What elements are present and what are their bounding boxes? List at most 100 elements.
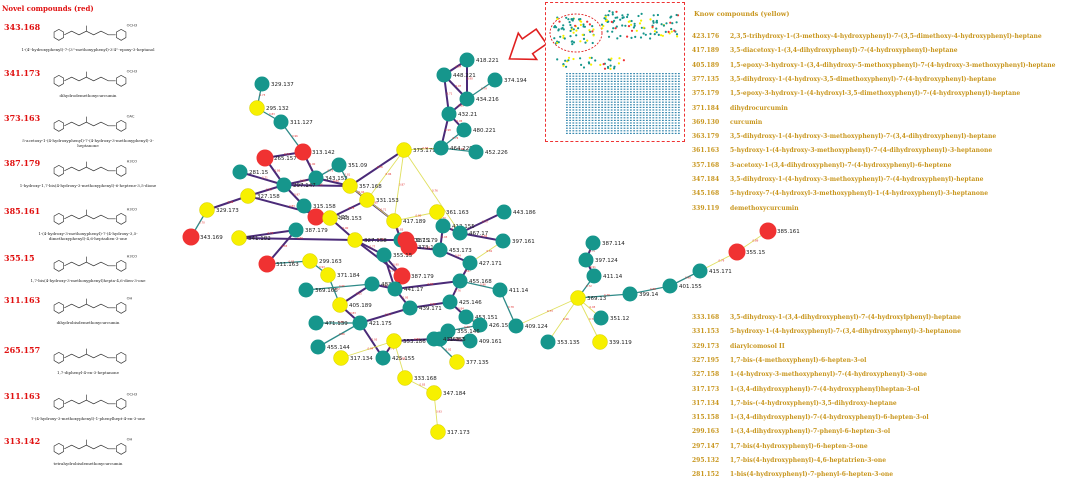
- node-mass-label: 355.15: [746, 250, 766, 256]
- overview-singleton: [630, 88, 632, 90]
- network-node: 295.132: [249, 100, 289, 116]
- network-node: 399.14: [622, 286, 659, 302]
- overview-singleton: [585, 75, 587, 77]
- overview-singleton: [566, 104, 568, 106]
- known-compound-name: 3,5-dihydroxy-1-(4-hydroxy-3-methoxyphen…: [730, 133, 997, 141]
- overview-singleton: [655, 125, 658, 127]
- overview-singleton: [578, 106, 581, 108]
- overview-singleton: [642, 104, 645, 106]
- overview-singleton: [678, 83, 680, 85]
- overview-singleton: [623, 127, 626, 129]
- overview-singleton: [678, 117, 680, 119]
- overview-singleton: [604, 88, 607, 90]
- overview-node: [606, 30, 609, 33]
- overview-singleton: [575, 112, 578, 114]
- known-compound-mass: 347.184: [692, 176, 720, 183]
- overview-singleton: [639, 122, 642, 124]
- overview-singleton: [604, 101, 607, 103]
- overview-singleton: [636, 106, 639, 108]
- edge-weight-label: 0.82: [482, 234, 488, 238]
- node-mass-label: 441.17: [404, 287, 424, 293]
- network-node: 387.114: [585, 235, 625, 251]
- overview-node: [605, 19, 609, 22]
- overview-singleton: [582, 112, 584, 114]
- edge-weight-label: 0.72: [334, 287, 340, 291]
- overview-singleton: [591, 117, 594, 119]
- overview-singleton: [658, 101, 661, 103]
- overview-singleton: [649, 122, 651, 124]
- overview-singleton: [652, 112, 655, 114]
- overview-singleton: [639, 114, 642, 116]
- overview-singleton: [607, 73, 610, 75]
- overview-singleton: [674, 104, 677, 106]
- overview-singleton: [626, 122, 629, 124]
- edge-weight-label: 0.96: [228, 200, 234, 204]
- overview-singleton: [620, 132, 623, 134]
- overview-node: [676, 35, 679, 38]
- overview-node: [553, 37, 556, 40]
- overview-singleton: [601, 91, 603, 93]
- node-circle: [199, 202, 215, 218]
- overview-singleton: [655, 117, 658, 119]
- network-node: 339.119: [592, 334, 632, 350]
- node-circle: [294, 143, 312, 161]
- overview-singleton: [633, 132, 635, 134]
- overview-singleton: [614, 127, 616, 129]
- chemical-structure-icon: OCH3: [53, 70, 138, 87]
- overview-node: [586, 39, 589, 42]
- overview-node: [570, 26, 573, 29]
- network-node: 351.12: [593, 310, 629, 326]
- overview-singleton: [662, 125, 664, 127]
- overview-node: [630, 19, 633, 23]
- edge-weight-label: 0.86: [428, 282, 434, 286]
- overview-singleton: [588, 104, 591, 106]
- network-node: 353.186: [386, 333, 426, 349]
- network-node: 313.142: [294, 143, 335, 161]
- node-mass-label: 409.161: [479, 339, 502, 345]
- node-circle: [492, 282, 508, 298]
- overview-singleton: [588, 83, 591, 85]
- overview-singleton: [649, 78, 651, 80]
- node-mass-label: 311.127: [290, 120, 313, 126]
- overview-singleton: [674, 106, 677, 108]
- overview-singleton: [642, 83, 645, 85]
- overview-singleton: [585, 109, 587, 111]
- edge-weight-label: 0.96: [480, 283, 486, 287]
- overview-singleton: [582, 104, 584, 106]
- overview-singleton: [662, 119, 664, 121]
- overview-singleton: [607, 125, 610, 127]
- node-mass-label: 281.15: [249, 170, 269, 176]
- overview-singleton: [658, 122, 661, 124]
- node-mass-label: 355.15: [393, 253, 413, 259]
- overview-singleton: [623, 132, 626, 134]
- node-mass-label: 329.173: [216, 208, 239, 214]
- overview-singleton: [578, 132, 581, 134]
- overview-singleton: [582, 91, 584, 93]
- overview-singleton: [668, 78, 671, 80]
- edge-weight-label: 0.93: [442, 235, 448, 239]
- node-circle: [540, 334, 556, 350]
- node-circle: [359, 192, 375, 208]
- overview-singleton: [646, 106, 648, 108]
- overview-singleton: [604, 127, 607, 129]
- overview-singleton: [617, 125, 619, 127]
- overview-singleton: [610, 127, 613, 129]
- overview-singleton: [614, 112, 616, 114]
- overview-singleton: [662, 114, 664, 116]
- overview-singleton: [655, 93, 658, 95]
- overview-singleton: [582, 130, 584, 132]
- overview-singleton: [578, 99, 581, 101]
- known-compound-mass: 357.168: [692, 161, 720, 169]
- overview-singleton: [617, 112, 619, 114]
- overview-singleton: [614, 109, 616, 111]
- overview-singleton: [601, 93, 603, 95]
- overview-singleton: [610, 106, 613, 108]
- overview-node: [603, 67, 607, 70]
- overview-singleton: [569, 101, 571, 103]
- novel-compound-name: tetrahydrobisdemethoxycurcumin: [53, 461, 123, 466]
- node-circle: [430, 424, 446, 440]
- node-circle: [622, 286, 638, 302]
- overview-singleton: [604, 122, 607, 124]
